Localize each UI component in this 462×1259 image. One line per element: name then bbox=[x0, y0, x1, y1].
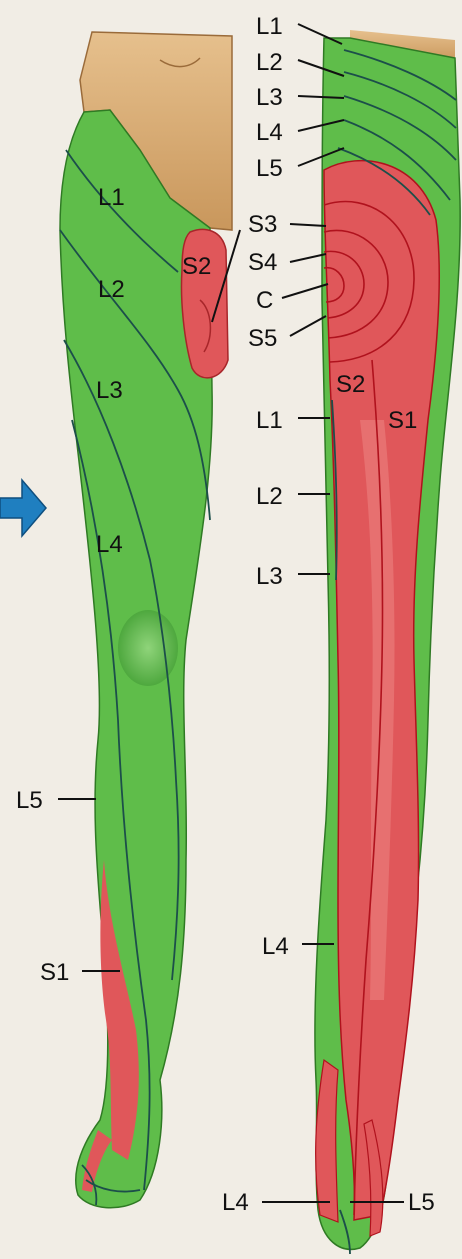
anterior-label-s2: S2 bbox=[182, 253, 211, 280]
anterior-leg bbox=[60, 32, 232, 1208]
anterior-label-l2: L2 bbox=[98, 276, 125, 303]
posterior-label-l4-calf: L4 bbox=[262, 933, 289, 960]
posterior-label-s5: S5 bbox=[248, 325, 277, 352]
posterior-label-l4-foot: L4 bbox=[222, 1189, 249, 1216]
posterior-label-l1-top: L1 bbox=[256, 13, 283, 40]
posterior-label-l5-foot: L5 bbox=[408, 1189, 435, 1216]
anterior-label-l5: L5 bbox=[16, 787, 43, 814]
posterior-label-l1-thigh: L1 bbox=[256, 407, 283, 434]
posterior-label-s1: S1 bbox=[388, 407, 417, 434]
posterior-label-c: C bbox=[256, 287, 273, 314]
posterior-label-l5-top: L5 bbox=[256, 155, 283, 182]
posterior-leg bbox=[315, 30, 460, 1254]
anterior-label-l3: L3 bbox=[96, 377, 123, 404]
posterior-label-s3: S3 bbox=[248, 211, 277, 238]
anterior-s2-region bbox=[181, 229, 228, 377]
posterior-label-s2: S2 bbox=[336, 371, 365, 398]
posterior-label-l2-thigh: L2 bbox=[256, 483, 283, 510]
anterior-label-s1: S1 bbox=[40, 959, 69, 986]
posterior-label-s4: S4 bbox=[248, 249, 277, 276]
posterior-label-l3-top: L3 bbox=[256, 84, 283, 111]
anterior-label-l4: L4 bbox=[96, 531, 123, 558]
posterior-label-l2-top: L2 bbox=[256, 49, 283, 76]
anterior-knee bbox=[118, 610, 178, 686]
anterior-label-l1: L1 bbox=[98, 184, 125, 211]
posterior-label-l4-top: L4 bbox=[256, 119, 283, 146]
posterior-label-l3-thigh: L3 bbox=[256, 563, 283, 590]
right-arrow-icon bbox=[0, 480, 46, 536]
